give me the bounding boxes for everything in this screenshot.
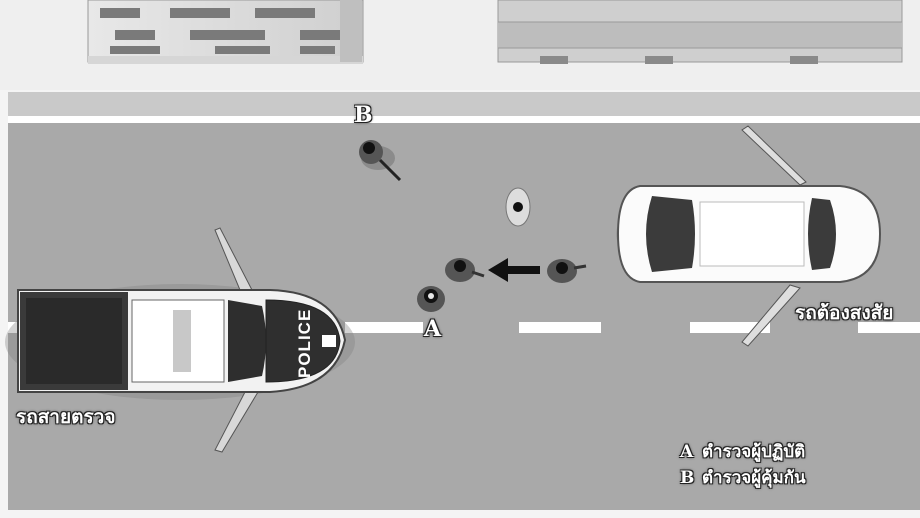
- legend-text-b: ตำรวจผู้คุ้มกัน: [702, 468, 806, 488]
- legend-key-a: A: [680, 442, 702, 462]
- person-center: [506, 188, 530, 226]
- legend-key-b: B: [680, 468, 702, 488]
- building-left: [88, 0, 363, 64]
- marker-a-label: A: [424, 316, 441, 342]
- road-edge-line: [8, 116, 920, 123]
- marker-b-label: B: [354, 102, 373, 128]
- building-right: [498, 0, 902, 64]
- police-text: POLICE: [295, 309, 314, 378]
- legend-text-a: ตำรวจผู้ปฏิบัติ: [702, 442, 805, 462]
- suspect-car-label: รถต้องสงสัย: [795, 298, 893, 328]
- officer-a: [417, 286, 445, 312]
- patrol-car-label: รถสายตรวจ: [16, 402, 115, 432]
- sidewalk: [8, 92, 920, 116]
